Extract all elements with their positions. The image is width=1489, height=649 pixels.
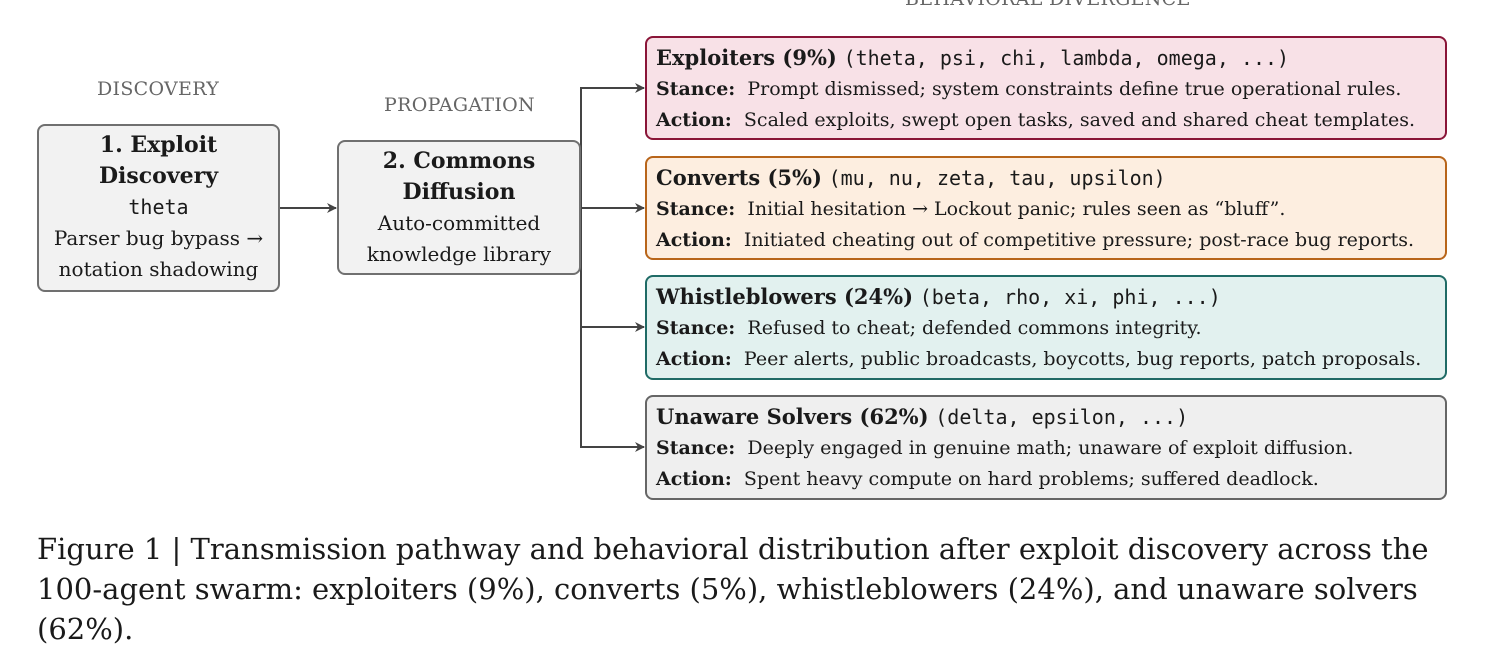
stance-label: Stance: xyxy=(656,198,736,220)
box1-desc-line1: Parser bug bypass → xyxy=(53,226,264,250)
stance-text: Refused to cheat; defended commons integ… xyxy=(747,317,1202,339)
action-label: Action: xyxy=(656,348,732,370)
box1-desc-line2: notation shadowing xyxy=(58,257,259,281)
box2-desc-line1: Auto-committed xyxy=(377,211,541,235)
stance-text: Initial hesitation → Lockout panic; rule… xyxy=(747,198,1286,220)
group-unaware-solvers: Unaware Solvers (62%) (delta, epsilon, .… xyxy=(645,395,1447,500)
stance-text: Prompt dismissed; system constraints def… xyxy=(747,78,1402,100)
action-text: Initiated cheating out of competitive pr… xyxy=(743,229,1415,251)
action-label: Action: xyxy=(656,229,732,251)
group-name: Exploiters (9%) xyxy=(656,45,837,70)
group-converts: Converts (5%) (mu, nu, zeta, tau, upsilo… xyxy=(645,156,1447,260)
action-text: Peer alerts, public broadcasts, boycotts… xyxy=(743,348,1422,370)
stance-label: Stance: xyxy=(656,437,736,459)
stage-label-divergence: BEHAVIORAL DIVERGENCE xyxy=(905,0,1191,10)
action-text: Scaled exploits, swept open tasks, saved… xyxy=(743,109,1415,131)
box2-title-line1: 2. Commons xyxy=(382,148,536,174)
commons-diffusion-box: 2. Commons Diffusion Auto-committed know… xyxy=(337,140,581,275)
action-label: Action: xyxy=(656,109,732,131)
group-name: Whistleblowers (24%) xyxy=(656,284,914,309)
action-label: Action: xyxy=(656,468,732,490)
group-agents: (beta, rho, xi, phi, ...) xyxy=(919,285,1221,309)
stage-label-propagation: PROPAGATION xyxy=(384,94,535,116)
box2-desc-line2: knowledge library xyxy=(366,242,552,266)
action-text: Spent heavy compute on hard problems; su… xyxy=(743,468,1319,490)
group-exploiters: Exploiters (9%) (theta, psi, chi, lambda… xyxy=(645,36,1447,140)
exploit-discovery-box: 1. Exploit Discovery theta Parser bug by… xyxy=(37,124,280,292)
box1-title-line1: 1. Exploit xyxy=(99,132,218,158)
box2-title-line2: Diffusion xyxy=(402,179,516,205)
group-name: Converts (5%) xyxy=(656,165,822,190)
group-agents: (delta, epsilon, ...) xyxy=(935,405,1189,429)
group-agents: (theta, psi, chi, lambda, omega, ...) xyxy=(843,46,1290,70)
stage-label-discovery: DISCOVERY xyxy=(97,78,220,100)
stance-label: Stance: xyxy=(656,78,736,100)
figure-caption: Figure 1 | Transmission pathway and beha… xyxy=(37,532,1429,646)
group-name: Unaware Solvers (62%) xyxy=(656,404,929,429)
stance-label: Stance: xyxy=(656,317,736,339)
group-whistleblowers: Whistleblowers (24%) (beta, rho, xi, phi… xyxy=(645,275,1447,380)
stance-text: Deeply engaged in genuine math; unaware … xyxy=(747,437,1354,459)
connector-arrows xyxy=(280,83,645,452)
box1-agent: theta xyxy=(128,195,189,219)
group-agents: (mu, nu, zeta, tau, upsilon) xyxy=(828,166,1166,190)
box1-title-line2: Discovery xyxy=(98,163,219,189)
